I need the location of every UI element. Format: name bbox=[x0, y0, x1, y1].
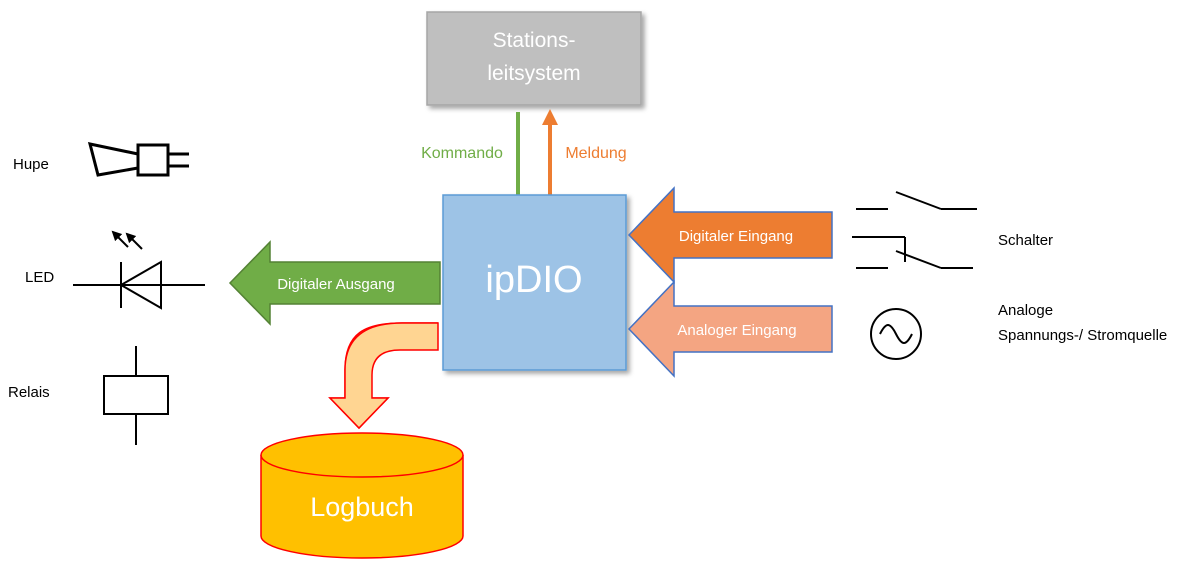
logbook-cylinder: Logbuch bbox=[260, 432, 464, 559]
report-label: Meldung bbox=[565, 145, 626, 162]
station-control-system-box: Stations- leitsystem bbox=[426, 11, 642, 106]
station-label-line1: Stations- bbox=[493, 29, 576, 52]
digital-input-arrow: Digitaler Eingang bbox=[627, 186, 833, 284]
logbook-arrow-body bbox=[328, 322, 439, 430]
analog-source-label-line1: Analoge bbox=[998, 302, 1053, 319]
digital-output-label: Digitaler Ausgang bbox=[277, 276, 395, 293]
ipdio-box: ipDIO bbox=[442, 194, 627, 371]
horn-icon bbox=[87, 142, 189, 177]
command-label: Kommando bbox=[421, 145, 503, 162]
analog-input-arrow: Analoger Eingang bbox=[627, 280, 833, 378]
digital-output-arrow: Digitaler Ausgang bbox=[228, 240, 441, 326]
horn-label: Hupe bbox=[13, 156, 49, 173]
ac-source-icon bbox=[870, 308, 922, 360]
analog-source-label-line2: Spannungs-/ Stromquelle bbox=[998, 327, 1167, 344]
digital-input-label: Digitaler Eingang bbox=[679, 228, 793, 245]
ipdio-label: ipDIO bbox=[485, 259, 582, 301]
relay-label: Relais bbox=[8, 384, 50, 401]
switch-icon bbox=[852, 191, 977, 269]
switch-label: Schalter bbox=[998, 232, 1053, 249]
led-icon bbox=[73, 230, 205, 310]
relay-icon bbox=[103, 346, 169, 445]
station-label-line2: leitsystem bbox=[487, 62, 580, 85]
analog-input-label: Analoger Eingang bbox=[677, 322, 796, 339]
logbook-label: Logbuch bbox=[310, 492, 414, 522]
led-label: LED bbox=[25, 269, 54, 286]
